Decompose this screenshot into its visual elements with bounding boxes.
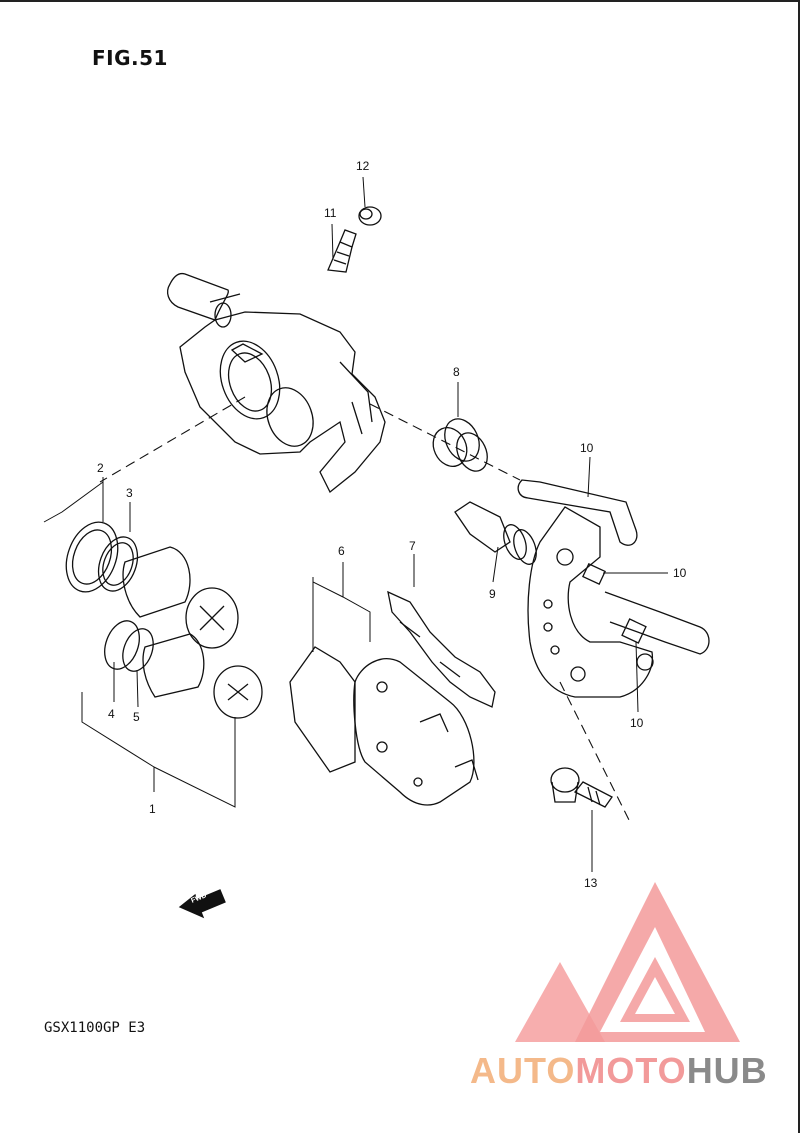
callout-4: 4: [108, 707, 115, 721]
caliper-body: [167, 272, 386, 494]
callout-14: 13: [584, 876, 598, 890]
watermark-logo-icon: [515, 882, 740, 1042]
model-code: GSX1100GP E3: [44, 1020, 146, 1036]
callout-12: 11: [324, 206, 337, 220]
callout-10-lower: 10: [630, 716, 644, 730]
callout-7: 7: [409, 539, 416, 553]
watermark-moto: MOTO: [575, 1050, 687, 1091]
callout-1: 1: [149, 802, 156, 816]
callout-5: 5: [133, 710, 140, 724]
boot: [432, 418, 488, 472]
callout-9: 9: [489, 587, 496, 601]
leader-lines: [99, 396, 631, 823]
mounting-bolt: [550, 767, 613, 808]
watermark-hub: HUB: [686, 1050, 768, 1091]
callout-6: 6: [338, 544, 345, 558]
brake-pads: [289, 646, 479, 806]
callout-10-upper: 10: [673, 566, 687, 580]
caliper-bracket: [454, 479, 710, 698]
callout-2: 2: [97, 461, 104, 475]
callout-leaders: [43, 176, 668, 872]
piston-seals: [65, 521, 263, 719]
fwd-arrow-icon: [178, 889, 226, 919]
figure-title: FIG.51: [92, 46, 168, 70]
callout-8: 8: [453, 365, 460, 379]
bleeder-valve: [327, 206, 382, 273]
watermark-text: AUTOMOTOHUB: [470, 1050, 768, 1092]
watermark-auto: AUTO: [470, 1050, 576, 1091]
callout-3: 3: [126, 486, 133, 500]
callout-13: 12: [356, 159, 370, 173]
callout-11: 10: [580, 441, 594, 455]
pad-spring: [387, 590, 496, 708]
